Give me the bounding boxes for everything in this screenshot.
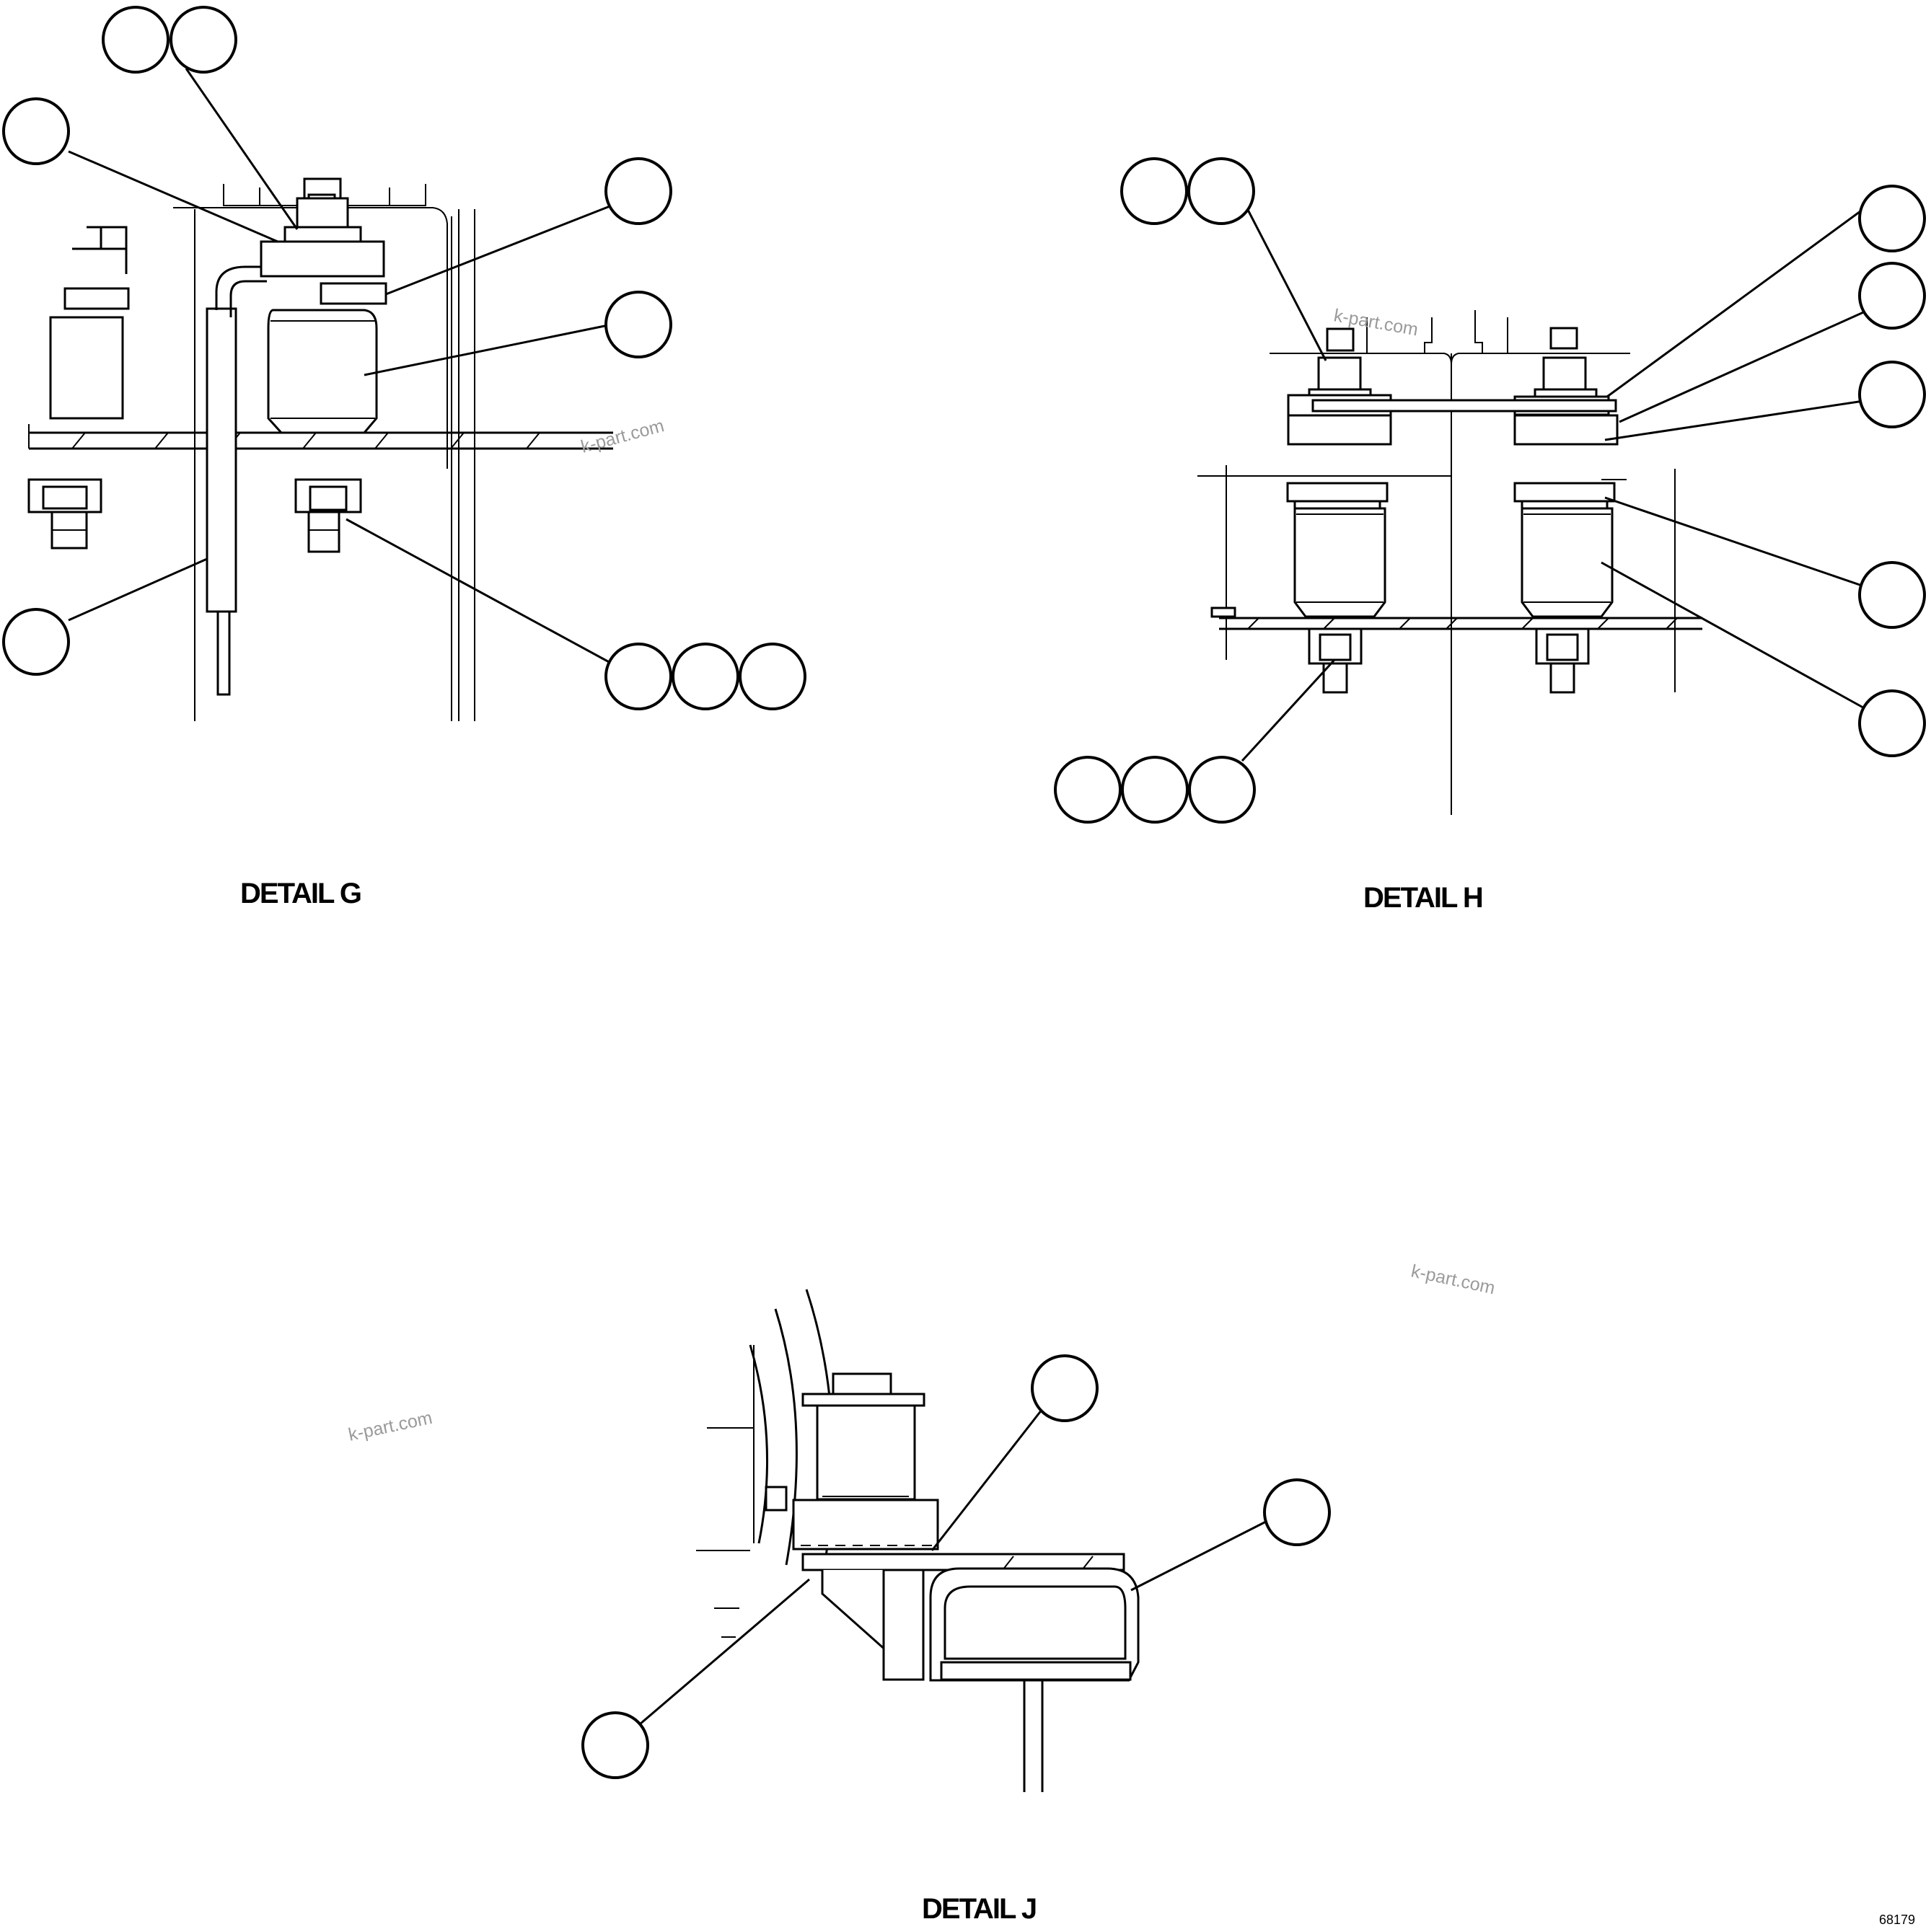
watermark: k-part.com — [1409, 1261, 1497, 1298]
callout-bubble — [1121, 756, 1189, 824]
detail-j-solenoid — [792, 1372, 939, 1551]
callout-bubble — [1263, 1478, 1331, 1546]
callout-bubble — [672, 643, 739, 710]
detail-g-callouts — [2, 6, 806, 710]
callout-bubble — [1858, 361, 1926, 428]
callout-bubble — [1858, 185, 1926, 252]
detail-h-mounting-plate — [1219, 617, 1702, 630]
detail-h-leaders — [1236, 188, 1869, 762]
detail-h-solenoid-right — [1513, 327, 1619, 694]
detail-h-bus-bar — [1311, 399, 1617, 413]
callout-bubble — [1031, 1354, 1099, 1422]
detail-g: DETAIL G — [2, 6, 806, 909]
detail-h-frame — [1197, 310, 1676, 815]
callout-bubble — [1120, 157, 1188, 225]
callout-bubble — [2, 608, 70, 676]
detail-j-bracket — [801, 1553, 1125, 1681]
detail-h-solenoid-left — [1286, 327, 1392, 694]
detail-g-left-solenoid — [27, 226, 130, 550]
callout-bubble — [2, 97, 70, 165]
callout-bubble — [604, 157, 672, 225]
callout-bubble — [1054, 756, 1122, 824]
callout-bubble — [1858, 262, 1926, 330]
callout-bubble — [739, 643, 806, 710]
watermark: k-part.com — [346, 1408, 434, 1445]
detail-j-leaders — [640, 1406, 1267, 1725]
callout-bubble — [1858, 689, 1926, 757]
detail-h-callouts — [1054, 157, 1926, 824]
detail-g-frame — [173, 184, 475, 721]
detail-h: DETAIL H — [1054, 157, 1926, 914]
callout-bubble — [170, 6, 237, 74]
document-number: 68179 — [1879, 1913, 1915, 1927]
detail-g-solenoid — [260, 177, 387, 553]
detail-j-clamp — [929, 1567, 1140, 1792]
detail-j-housing-arcs — [696, 1289, 835, 1638]
callout-bubble — [102, 6, 170, 74]
detail-g-leaders — [68, 68, 612, 665]
detail-g-ground-post — [206, 265, 267, 696]
detail-j-title: DETAIL J — [922, 1893, 1036, 1925]
detail-j: DETAIL J — [581, 1289, 1331, 1925]
callout-bubble — [1188, 756, 1256, 824]
detail-j-callouts — [581, 1354, 1331, 1779]
detail-g-title: DETAIL G — [240, 878, 361, 909]
watermark: k-part.com — [579, 415, 666, 457]
detail-h-title: DETAIL H — [1363, 882, 1482, 914]
callout-bubble — [604, 643, 672, 710]
callout-bubble — [1187, 157, 1255, 225]
callout-bubble — [1858, 561, 1926, 629]
callout-bubble — [581, 1711, 649, 1779]
callout-bubble — [604, 291, 672, 358]
